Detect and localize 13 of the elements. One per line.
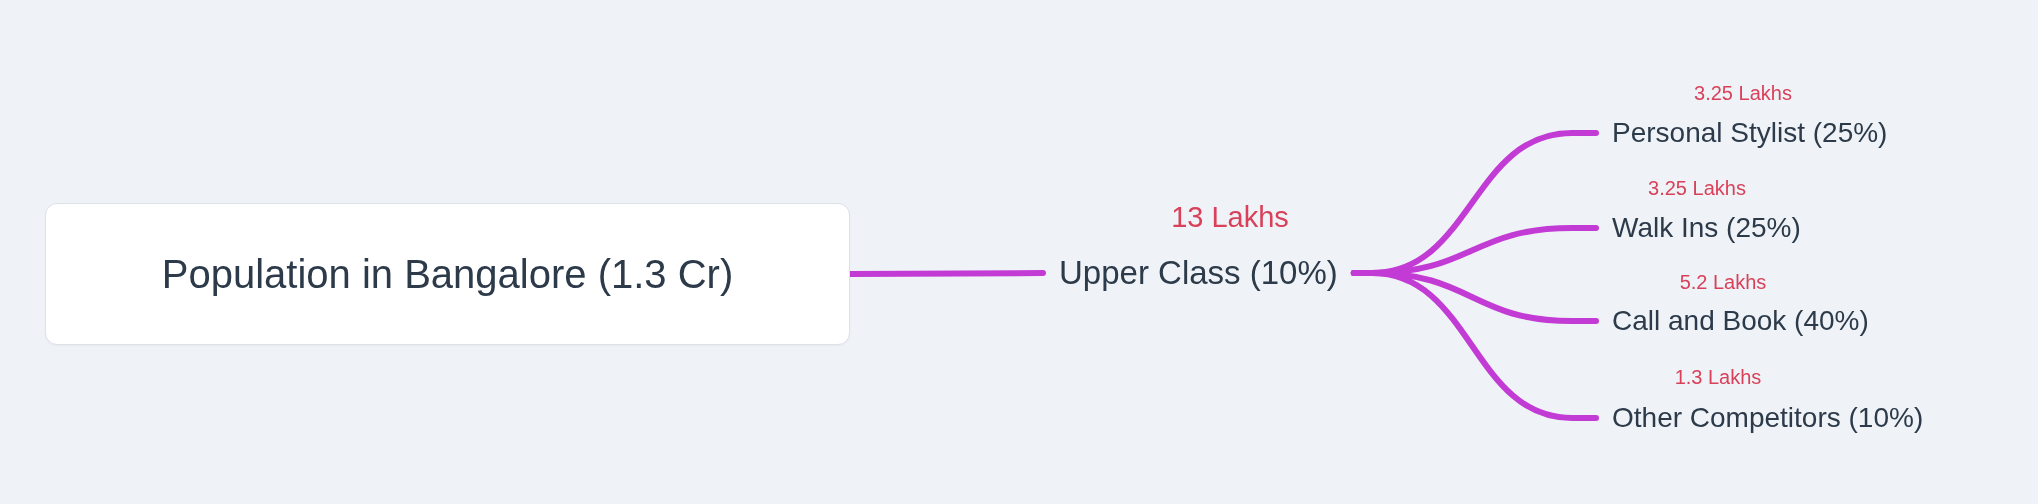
value-annotation: 1.3 Lakhs [1674,365,1762,389]
value-annotation: 3.25 Lakhs [1648,176,1746,200]
node-label: Walk Ins (25%) [1612,211,1801,245]
value-annotation: 3.25 Lakhs [1694,81,1792,105]
node-label: Other Competitors (10%) [1612,401,1924,435]
node-label: Upper Class (10%) [1059,253,1338,293]
root-topic-box [45,203,850,345]
value-annotation: 5.2 Lakhs [1679,270,1767,294]
node-label: Call and Book (40%) [1612,304,1869,338]
node-label: Personal Stylist (25%) [1612,116,1888,150]
node-label: Population in Bangalore (1.3 Cr) [161,251,734,298]
branch-line [1350,270,1599,421]
value-annotation: 13 Lakhs [1171,199,1289,235]
